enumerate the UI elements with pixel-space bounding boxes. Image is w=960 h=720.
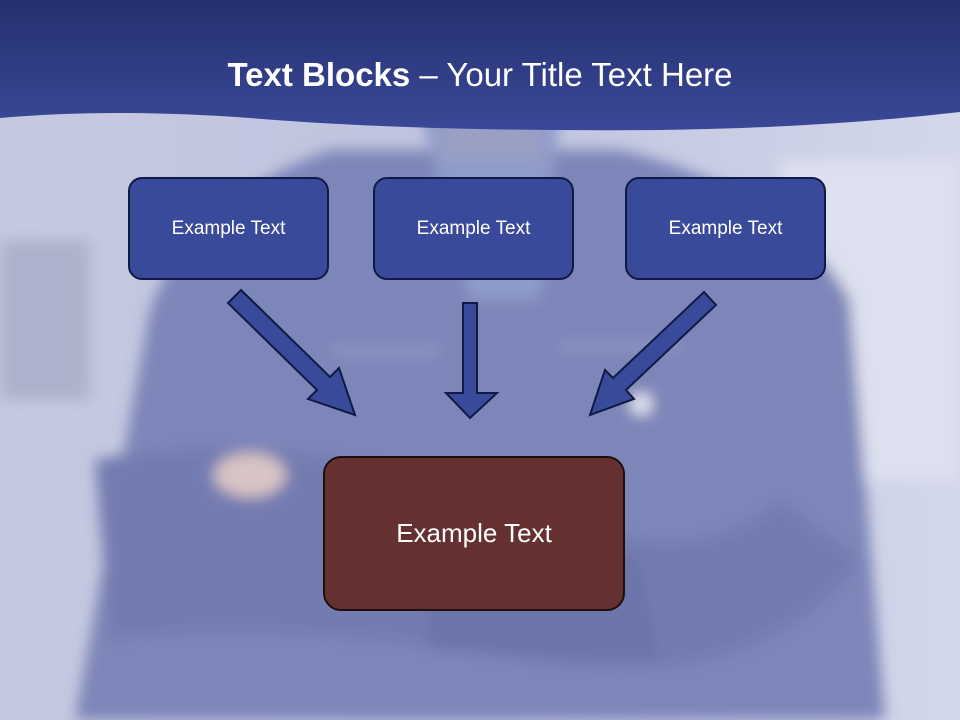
text-block-3-label: Example Text: [668, 217, 783, 239]
main-text-block[interactable]: Example Text: [323, 456, 625, 611]
text-block-2[interactable]: Example Text: [373, 177, 574, 280]
page-title: Text Blocks – Your Title Text Here: [0, 52, 960, 98]
text-block-3[interactable]: Example Text: [625, 177, 826, 280]
text-block-2-label: Example Text: [416, 217, 531, 239]
title-rest-text: – Your Title Text Here: [410, 56, 733, 93]
title-bold-text: Text Blocks: [227, 56, 411, 93]
header-band: [0, 0, 960, 131]
main-text-block-label: Example Text: [396, 518, 552, 548]
text-block-1[interactable]: Example Text: [128, 177, 329, 280]
text-block-1-label: Example Text: [171, 217, 286, 239]
